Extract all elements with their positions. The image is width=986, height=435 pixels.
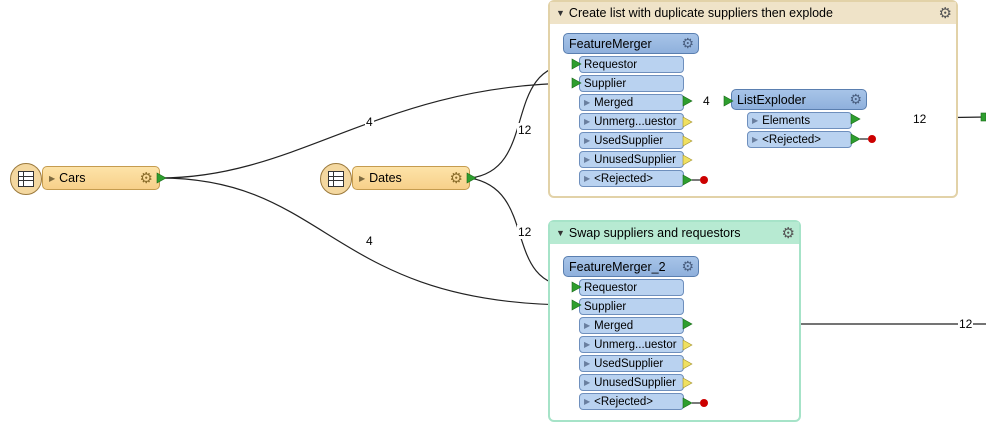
gear-icon[interactable]: ⚙ [781, 225, 795, 242]
output-port-merged[interactable]: ▶Merged [579, 317, 684, 334]
feature-count: 12 [912, 112, 928, 126]
output-port-rejected[interactable]: ▶<Rejected> [579, 393, 684, 410]
input-connector [723, 95, 734, 107]
gear-icon[interactable]: ⚙ [938, 5, 952, 22]
gear-icon[interactable]: ⚙ [681, 35, 694, 51]
feature-count: 12 [958, 317, 974, 331]
unused-output-connector [682, 154, 693, 166]
gear-icon[interactable]: ⚙ [139, 170, 153, 187]
triangle-down-icon[interactable]: ▼ [556, 228, 565, 238]
transformer-featuremerger[interactable]: FeatureMerger ⚙ Requestor Supplier ▶Merg… [563, 33, 699, 187]
bookmark-header[interactable]: ▼ Swap suppliers and requestors ⚙ [550, 222, 799, 244]
output-port-usedsupplier[interactable]: ▶UsedSupplier [579, 355, 684, 372]
output-port-unusedsupplier[interactable]: ▶UnusedSupplier [579, 151, 684, 168]
gear-icon[interactable]: ⚙ [449, 170, 463, 187]
output-port-elements[interactable]: ▶Elements [747, 112, 852, 129]
triangle-right-icon: ▶ [359, 173, 366, 183]
connection-cars-fm1 [159, 82, 576, 179]
output-connector [682, 318, 693, 330]
reader-output-connector [466, 172, 477, 184]
feature-count: 4 [702, 94, 711, 108]
transformer-featuremerger-2[interactable]: FeatureMerger_2 ⚙ Requestor Supplier ▶Me… [563, 256, 699, 410]
triangle-right-icon: ▶ [49, 173, 56, 183]
gear-icon[interactable]: ⚙ [849, 91, 862, 107]
transformer-title-bar[interactable]: FeatureMerger_2 ⚙ [563, 256, 699, 277]
rejected-dot [700, 399, 708, 407]
transformer-name: ListExploder [737, 92, 806, 107]
unused-output-connector [682, 358, 693, 370]
input-port-supplier[interactable]: Supplier [579, 75, 684, 92]
reader-output-connector [156, 172, 167, 184]
unused-output-connector [682, 116, 693, 128]
unused-output-connector [682, 339, 693, 351]
unused-output-connector [682, 377, 693, 389]
output-connector [682, 174, 693, 186]
input-connector [571, 58, 582, 70]
output-connector [850, 113, 861, 125]
output-connector [682, 95, 693, 107]
feature-count: 4 [365, 115, 374, 129]
table-reader-icon[interactable] [320, 163, 352, 195]
bookmark-title: Swap suppliers and requestors [568, 226, 741, 240]
gear-icon[interactable]: ⚙ [681, 258, 694, 274]
output-port-merged[interactable]: ▶Merged [579, 94, 684, 111]
offscreen-connector [980, 112, 986, 122]
transformer-title-bar[interactable]: FeatureMerger ⚙ [563, 33, 699, 54]
rejected-dot [868, 135, 876, 143]
feature-count: 12 [517, 123, 533, 137]
unused-output-connector [682, 135, 693, 147]
output-port-unmerged[interactable]: ▶Unmerg...uestor [579, 113, 684, 130]
input-connector [571, 77, 582, 89]
input-connector [571, 281, 582, 293]
reader-label: Dates [369, 171, 402, 185]
output-connector [850, 133, 861, 145]
reader-label: Cars [59, 171, 86, 185]
reader-dates[interactable]: ▶ Dates ⚙ [352, 166, 470, 190]
bookmark-header[interactable]: ▼ Create list with duplicate suppliers t… [550, 2, 956, 24]
transformer-name: FeatureMerger [569, 36, 652, 51]
bookmark-title: Create list with duplicate suppliers the… [568, 6, 833, 20]
output-port-usedsupplier[interactable]: ▶UsedSupplier [579, 132, 684, 149]
input-port-supplier[interactable]: Supplier [579, 298, 684, 315]
input-port-requestor[interactable]: Requestor [579, 279, 684, 296]
transformer-name: FeatureMerger_2 [569, 259, 666, 274]
transformer-title-bar[interactable]: ListExploder ⚙ [731, 89, 867, 110]
connection-cars-fm2 [159, 177, 576, 306]
table-reader-icon[interactable] [10, 163, 42, 195]
output-connector [682, 397, 693, 409]
feature-count: 12 [517, 225, 533, 239]
input-port-requestor[interactable]: Requestor [579, 56, 684, 73]
output-port-unmerged[interactable]: ▶Unmerg...uestor [579, 336, 684, 353]
triangle-down-icon[interactable]: ▼ [556, 8, 565, 18]
rejected-dot [700, 176, 708, 184]
feature-count: 4 [365, 234, 374, 248]
output-port-rejected[interactable]: ▶<Rejected> [747, 131, 852, 148]
transformer-listexploder[interactable]: ListExploder ⚙ ▶Elements ▶<Rejected> [731, 89, 867, 148]
output-port-rejected[interactable]: ▶<Rejected> [579, 170, 684, 187]
input-connector [571, 299, 582, 311]
